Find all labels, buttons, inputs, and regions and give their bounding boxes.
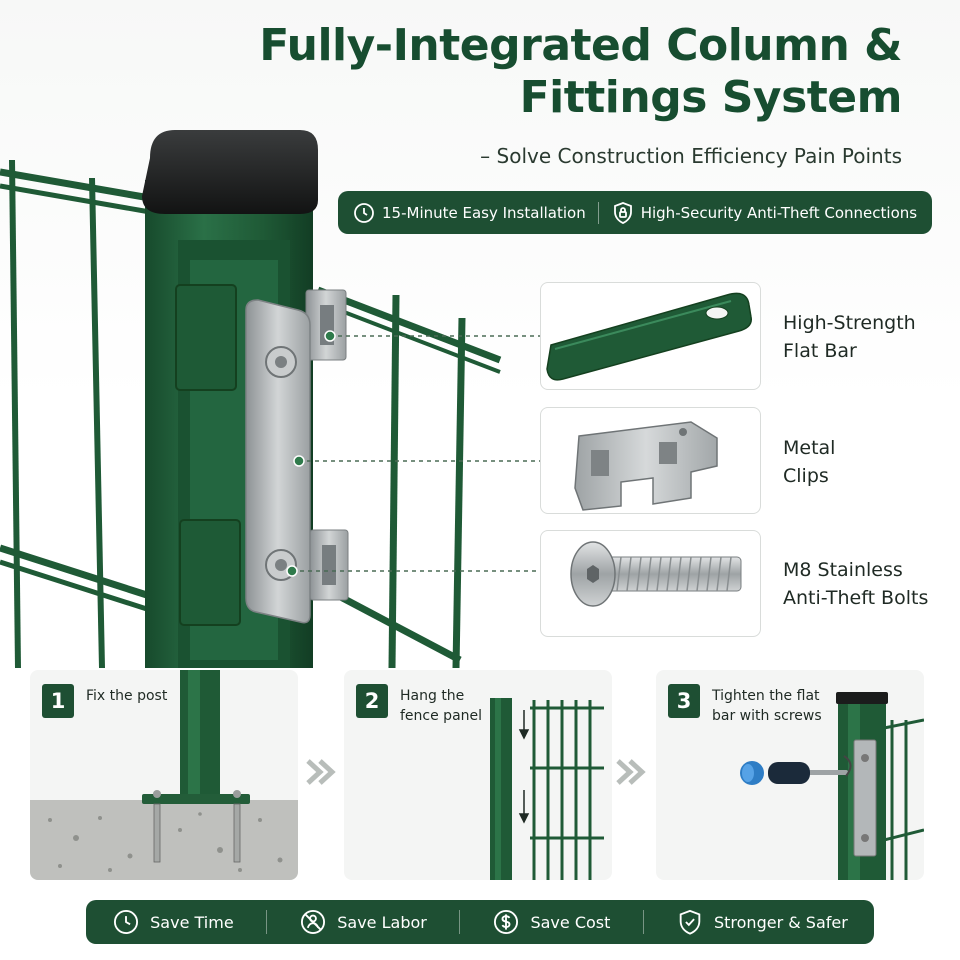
- left-fence-panel: [0, 159, 152, 668]
- shield-check-icon: [676, 908, 704, 936]
- top-clamp: [175, 284, 347, 391]
- step-card-3: 3 Tighten the flat bar with screws: [656, 670, 924, 880]
- benefit-divider: [265, 910, 267, 934]
- fence-post-illustration: [0, 130, 540, 668]
- clock-icon: [112, 908, 140, 936]
- clock-icon: [352, 201, 376, 225]
- step-3-image: [740, 692, 924, 880]
- benefit-bar: Save Time Save Labor Save Cost Stronger …: [86, 900, 874, 944]
- step-1-image: [30, 670, 298, 880]
- chevron-right-icon: [306, 759, 336, 785]
- benefit-label: Save Time: [150, 912, 234, 932]
- step-number: 3: [668, 684, 700, 718]
- step-text: Fix the post: [86, 688, 168, 704]
- right-fence-panel: [316, 286, 502, 668]
- metal-clip-image: [574, 421, 718, 511]
- part-label-bolts: M8 Stainless Anti-Theft Bolts: [783, 559, 929, 609]
- hero-illustration: Fully-Integrated Column & Fittings Syste…: [0, 0, 960, 668]
- step-text: Tighten the flat bar with screws: [712, 688, 822, 724]
- step-card-1: 1 Fix the post: [30, 670, 298, 880]
- part-card-metal-clips: [540, 407, 761, 514]
- callout-lines: [292, 335, 540, 572]
- benefit-label: Stronger & Safer: [713, 912, 848, 932]
- page-title: Fully-Integrated Column & Fittings Syste…: [202, 20, 902, 124]
- feature-label: High-Security Anti-Theft Connections: [640, 203, 918, 222]
- chevron-right-icon: [616, 759, 646, 785]
- flat-bar-image: [546, 292, 752, 381]
- benefit-save-labor: Save Labor: [299, 908, 427, 936]
- part-card-bolts: [540, 530, 761, 637]
- feature-item-security: High-Security Anti-Theft Connections: [611, 201, 917, 225]
- part-label-metal-clips: Metal Clips: [783, 437, 836, 487]
- benefit-label: Save Labor: [337, 912, 427, 932]
- feature-label: 15-Minute Easy Installation: [382, 203, 586, 222]
- dollar-icon: [492, 908, 520, 936]
- step-card-2: 2 Hang the fence panel: [344, 670, 612, 880]
- benefit-label: Save Cost: [530, 912, 611, 932]
- bottom-clamp: [179, 519, 349, 626]
- step-2-image: [490, 698, 604, 880]
- lock-shield-icon: [611, 201, 635, 225]
- title-line-2: Fittings System: [519, 72, 903, 123]
- step-number: 1: [42, 684, 74, 718]
- benefit-stronger-safer: Stronger & Safer: [676, 908, 848, 936]
- title-line-1: Fully-Integrated Column &: [259, 20, 902, 71]
- pill-divider: [597, 201, 599, 224]
- no-labor-icon: [299, 908, 327, 936]
- step-number: 2: [356, 684, 388, 718]
- page-subtitle: – Solve Construction Efficiency Pain Poi…: [480, 144, 902, 168]
- benefit-save-cost: Save Cost: [492, 908, 610, 936]
- benefit-save-time: Save Time: [112, 908, 234, 936]
- feature-pill: 15-Minute Easy Installation High-Securit…: [338, 191, 932, 234]
- part-label-flat-bar: High-Strength Flat Bar: [783, 312, 916, 362]
- benefit-divider: [459, 910, 461, 934]
- bolt-image: [570, 541, 742, 607]
- flat-bar-installed: [245, 299, 311, 624]
- part-card-flat-bar: [540, 282, 761, 390]
- benefit-divider: [642, 910, 644, 934]
- feature-item-installation: 15-Minute Easy Installation: [352, 201, 586, 225]
- step-text: Hang the fence panel: [400, 688, 483, 724]
